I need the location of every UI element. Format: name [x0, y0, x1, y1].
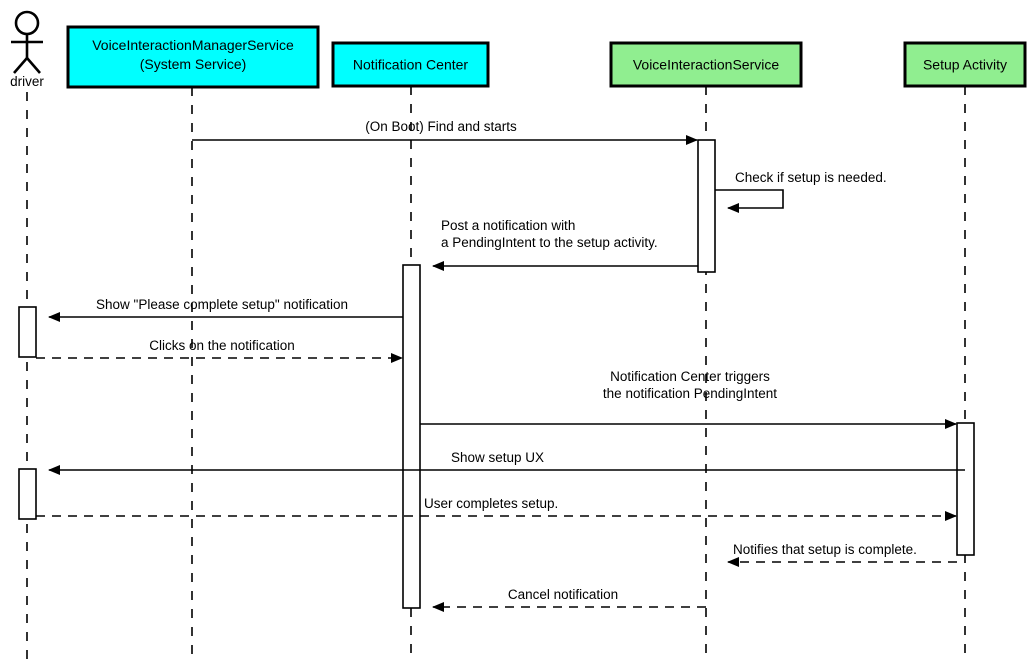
message-msg-notifies-complete[interactable]: Notifies that setup is complete.: [727, 542, 957, 567]
message-label: Notifies that setup is complete.: [733, 542, 917, 557]
participant-label: Setup Activity: [923, 57, 1007, 73]
activation-bar-setupactivity: [956, 422, 975, 556]
participant-label-line2: (System Service): [140, 56, 247, 72]
message-self-arrow: [715, 189, 784, 213]
message-label: Notification Center triggers: [610, 369, 770, 384]
message-msg-check-setup[interactable]: Check if setup is needed.: [715, 170, 887, 213]
activation-bar-vis: [697, 139, 716, 273]
message-msg-post-notification[interactable]: Post a notification with a PendingIntent …: [432, 218, 698, 271]
participant-label: Notification Center: [353, 57, 469, 73]
participant-box-vis[interactable]: VoiceInteractionService: [609, 41, 803, 88]
message-msg-user-completes-setup[interactable]: User completes setup.: [36, 496, 957, 521]
message-label: Clicks on the notification: [149, 338, 295, 353]
participant-box-setupactivity[interactable]: Setup Activity: [903, 41, 1027, 88]
message-msg-cancel-notification[interactable]: Cancel notification: [432, 587, 706, 612]
message-label: a PendingIntent to the setup activity.: [441, 235, 658, 250]
participant-box-rect: [903, 41, 1027, 88]
message-label: User completes setup.: [424, 496, 558, 511]
actor-leg-left-icon: [13, 57, 28, 74]
participant-box-vims[interactable]: VoiceInteractionManagerService (System Se…: [66, 25, 320, 89]
message-msg-show-setup-ux[interactable]: Show setup UX: [48, 450, 965, 475]
participant-label-line1: VoiceInteractionManagerService: [92, 37, 294, 53]
message-msg-find-and-starts[interactable]: (On Boot) Find and starts: [192, 119, 698, 145]
message-label: Cancel notification: [508, 587, 618, 602]
actor-driver[interactable]: driver: [10, 10, 44, 89]
participant-box-rect: [331, 41, 490, 88]
participant-box-rect: [609, 41, 803, 88]
message-label: Check if setup is needed.: [735, 170, 887, 185]
actor-leg-right-icon: [26, 57, 41, 74]
participant-box-notifcenter[interactable]: Notification Center: [331, 41, 490, 88]
message-label: (On Boot) Find and starts: [365, 119, 517, 134]
participant-box-rect: [66, 25, 320, 89]
message-label: Show setup UX: [451, 450, 544, 465]
message-label: Post a notification with: [441, 218, 575, 233]
message-label: the notification PendingIntent: [603, 386, 777, 401]
actor-head-icon: [14, 10, 40, 36]
participant-boxes-group: driver VoiceInteractionManagerService (Sys…: [10, 10, 1027, 89]
actor-label: driver: [10, 74, 44, 89]
participant-label: VoiceInteractionService: [633, 57, 780, 73]
activation-bars-group: [18, 139, 975, 609]
activation-bar-notifcenter: [402, 264, 421, 609]
activation-bar-driver: [18, 306, 37, 358]
activation-bar-driver: [18, 468, 37, 520]
message-label: Show "Please complete setup" notificatio…: [96, 297, 348, 312]
message-msg-show-notification[interactable]: Show "Please complete setup" notificatio…: [48, 297, 403, 322]
message-msg-trigger-pendingintent[interactable]: Notification Center triggers the notifica…: [420, 369, 957, 429]
message-msg-clicks-notification[interactable]: Clicks on the notification: [36, 338, 403, 363]
